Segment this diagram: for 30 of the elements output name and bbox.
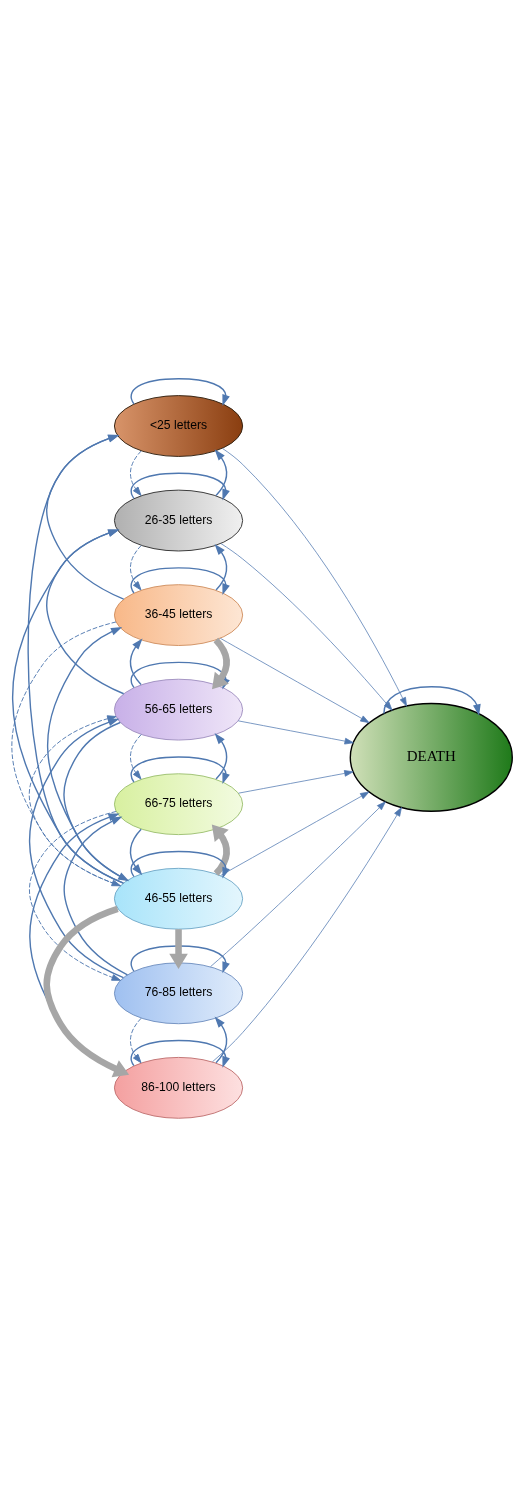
arrow — [129, 638, 143, 686]
arrow — [130, 945, 230, 974]
arrow — [130, 378, 230, 406]
arrow — [212, 807, 402, 1063]
arrow — [214, 1016, 228, 1064]
arrow — [11, 529, 125, 884]
arrow — [383, 686, 481, 716]
arrow — [210, 801, 386, 967]
arrow — [46, 434, 125, 600]
arrow — [238, 770, 354, 794]
arrow — [129, 828, 143, 876]
arrow — [129, 545, 142, 591]
arrow — [130, 1039, 230, 1068]
arrow — [27, 434, 125, 884]
arrow — [214, 543, 228, 591]
arrow — [214, 732, 228, 780]
arrow — [46, 529, 125, 695]
arrow — [130, 756, 230, 785]
arrow — [130, 472, 230, 501]
arrow — [237, 720, 354, 745]
arrow — [129, 734, 142, 780]
arrow — [129, 1017, 142, 1064]
arrow — [130, 567, 230, 595]
arrow — [211, 824, 230, 876]
arrow — [130, 850, 230, 879]
arrow — [43, 905, 130, 1078]
arrow — [169, 929, 188, 969]
arrow — [220, 791, 370, 876]
arrow — [214, 449, 228, 497]
arrow — [129, 450, 142, 496]
